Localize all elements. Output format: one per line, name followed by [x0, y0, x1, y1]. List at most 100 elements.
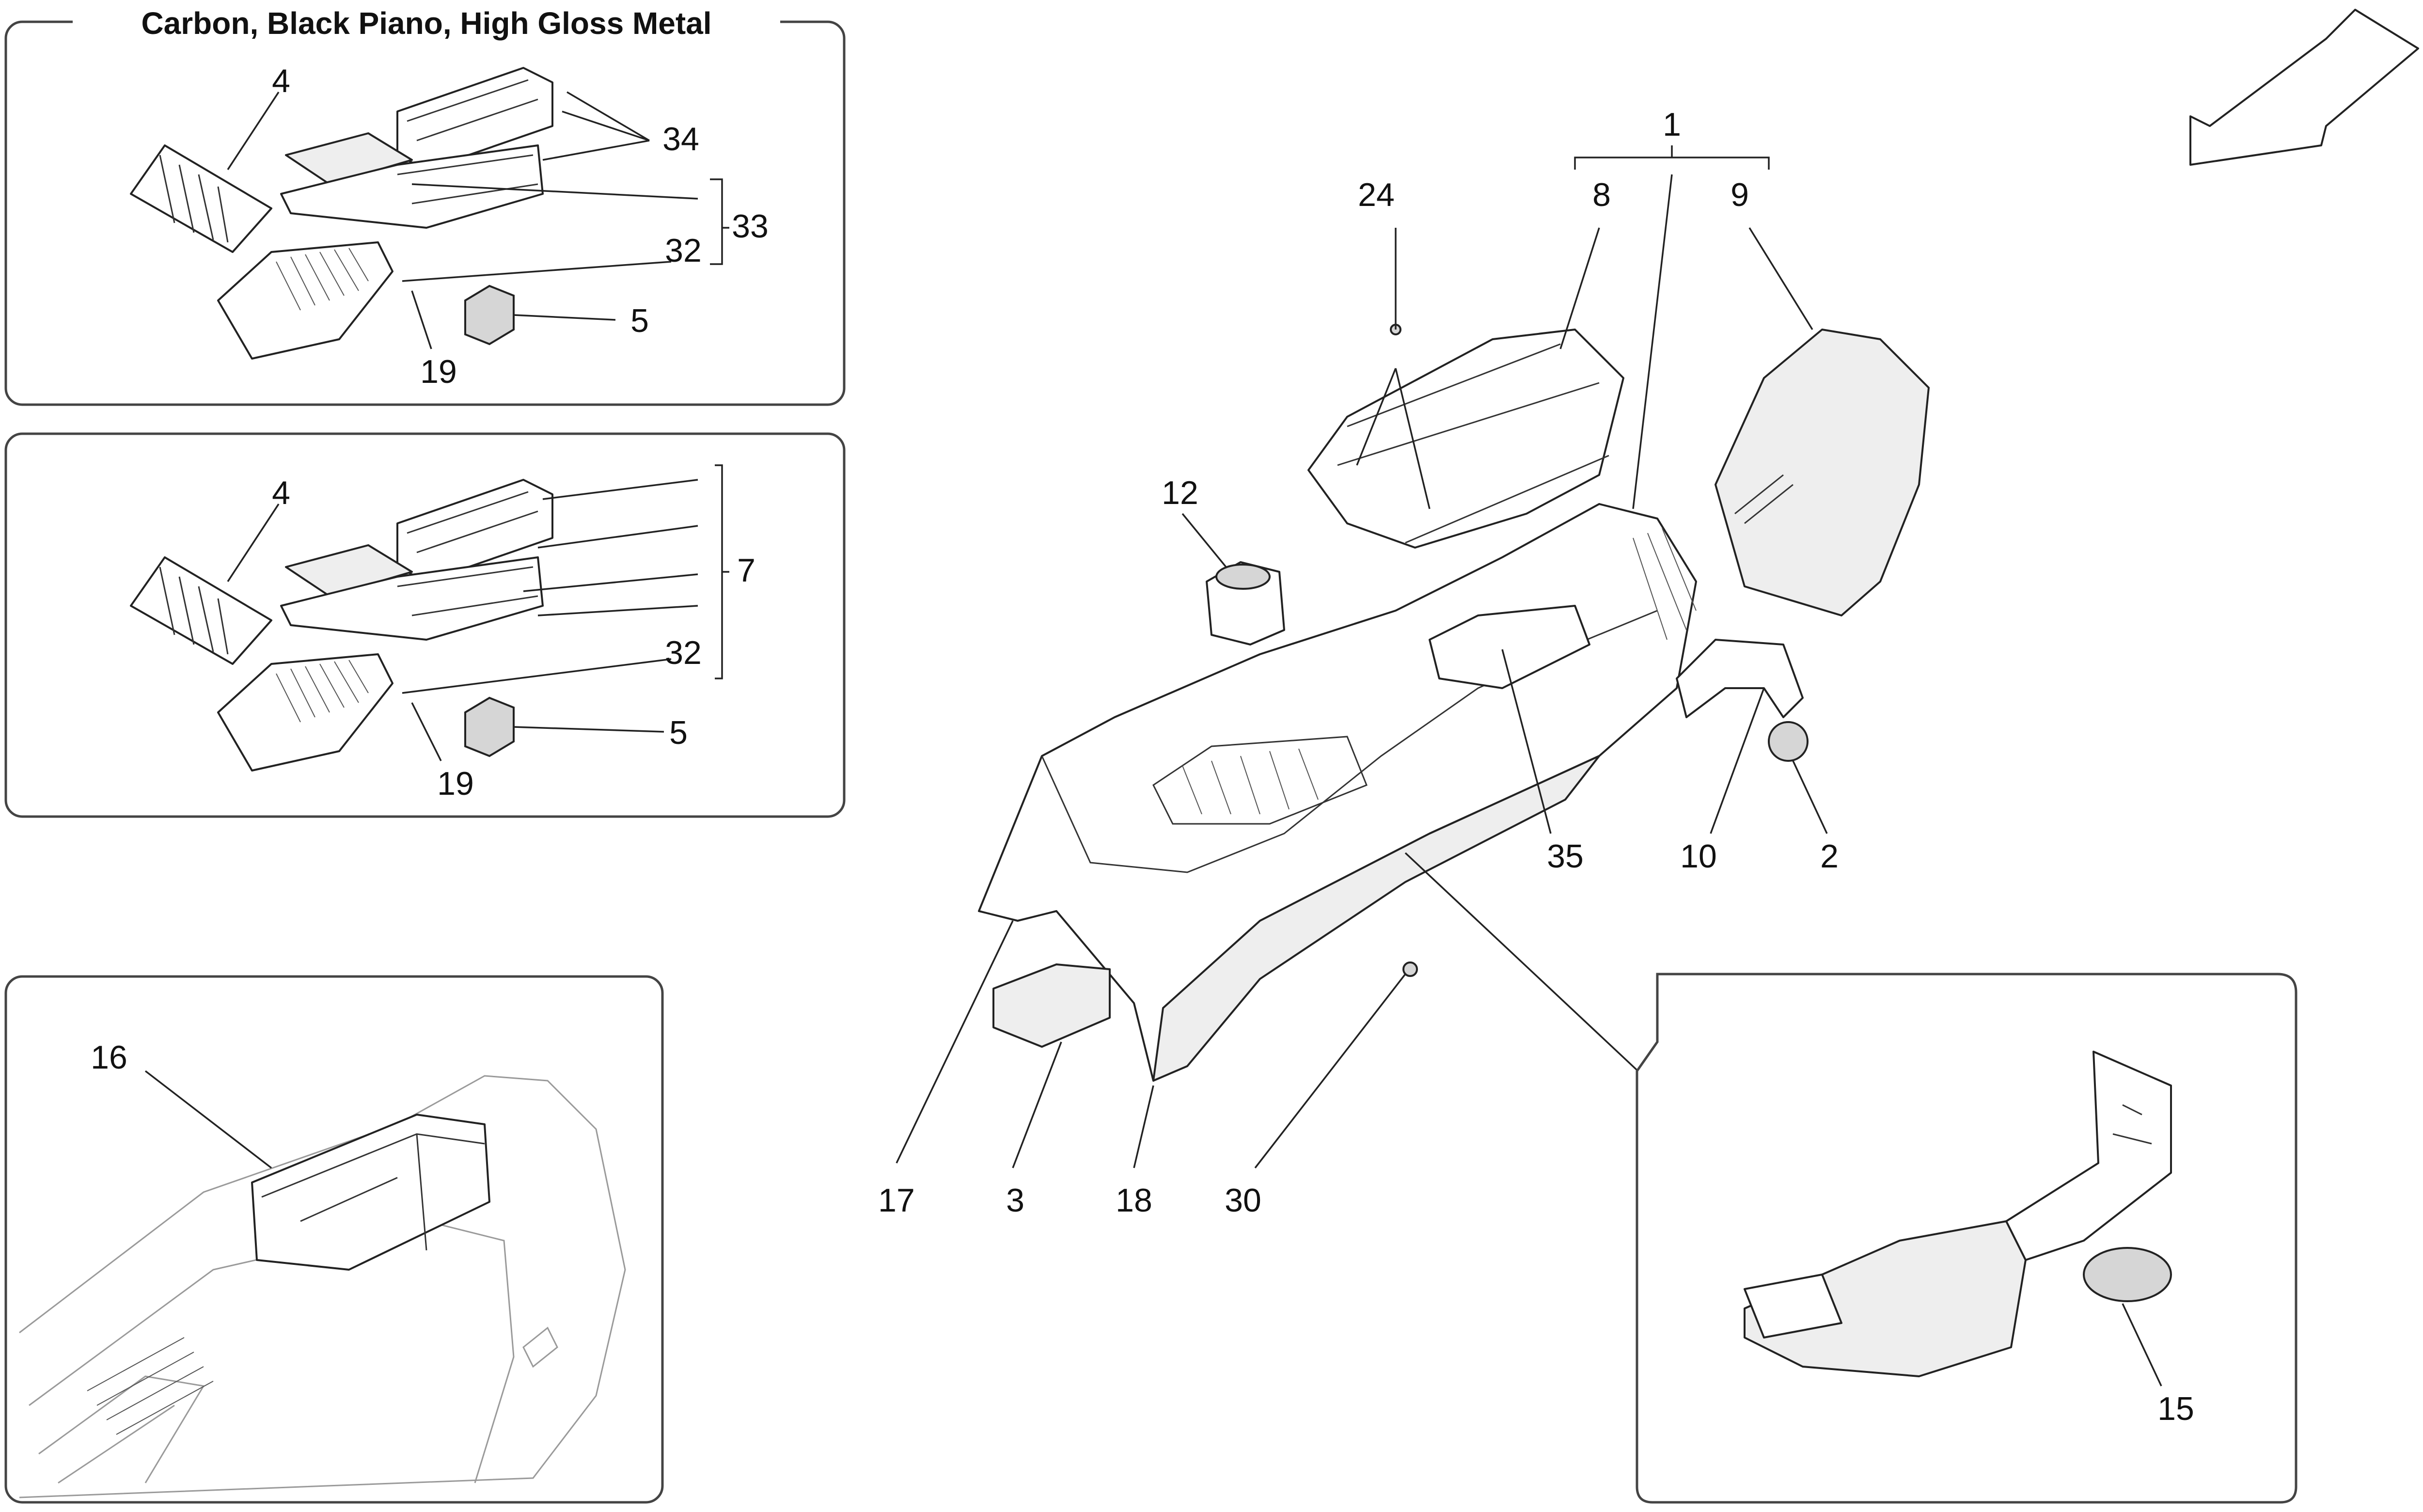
callout-3: 3	[1006, 1182, 1024, 1219]
rear-grille-hatch	[1633, 528, 1697, 640]
callout-24: 24	[1358, 176, 1395, 213]
pad-slots	[2112, 1104, 2152, 1145]
leader-33a	[411, 183, 698, 200]
callout-17: 17	[878, 1182, 915, 1219]
cup-holder-top	[1215, 564, 1271, 590]
leader-15	[2122, 1303, 2162, 1386]
assembly-panel-7: 4 7 32 5 19	[4, 432, 846, 818]
console-side-panel	[1152, 755, 1600, 1082]
armrest-lid	[1307, 329, 1624, 549]
screw-30	[1402, 961, 1418, 977]
tray-hatch	[1182, 748, 1319, 815]
detail-panel: 15	[1636, 973, 2297, 1504]
leader-35	[1501, 649, 1552, 834]
lid-pad	[285, 544, 413, 597]
callout-33: 33	[732, 208, 769, 245]
leader-16	[144, 1070, 272, 1169]
leader-8	[1559, 227, 1600, 349]
location-panel: 16	[4, 975, 664, 1504]
trim-ribs	[159, 155, 229, 243]
callout-2: 2	[1820, 838, 1839, 875]
pad-tab	[1744, 1274, 1842, 1339]
callout-19: 19	[437, 765, 474, 802]
small-clip	[464, 696, 515, 757]
leader-10	[1710, 688, 1765, 834]
front-insert	[992, 963, 1111, 1048]
callout-4: 4	[272, 474, 290, 511]
leader-32	[402, 261, 672, 282]
callout-32: 32	[665, 232, 702, 269]
leader-4	[227, 92, 280, 170]
mid-frame-detail	[397, 566, 538, 616]
callout-9: 9	[1731, 176, 1749, 213]
callout-12: 12	[1162, 474, 1198, 511]
console-tray	[1152, 736, 1368, 825]
console-unit-detail	[261, 1133, 485, 1251]
callout-4: 4	[272, 63, 290, 99]
callout-34: 34	[662, 121, 699, 158]
callout-8: 8	[1592, 176, 1611, 213]
leader-19	[411, 702, 442, 761]
bracket-33	[710, 178, 729, 265]
panel-title: Carbon, Black Piano, High Gloss Metal	[141, 6, 711, 41]
insulation-pad	[1744, 1220, 2027, 1377]
leader-19	[411, 290, 432, 349]
variant-panel: Carbon, Black Piano, High Gloss Metal 4 …	[4, 5, 846, 406]
grommet	[1768, 721, 1809, 762]
callout-10: 10	[1680, 838, 1717, 875]
leader-24	[1356, 228, 1431, 509]
upper-tray-detail	[407, 491, 538, 553]
leader-17	[896, 920, 1014, 1164]
leader-5	[513, 314, 616, 321]
leader-12	[1181, 513, 1227, 568]
leader-detail-zoom	[1404, 852, 1639, 1072]
floor-hatch	[87, 1337, 214, 1435]
title-mask	[73, 5, 780, 44]
callout-7: 7	[737, 552, 755, 589]
lid-pad	[285, 132, 413, 185]
floor-outline	[29, 1220, 515, 1483]
support-bracket	[1676, 639, 1804, 718]
trim-plate	[130, 556, 272, 665]
armrest-lid-detail	[1337, 343, 1609, 544]
mid-frame	[280, 556, 544, 641]
bracket-1	[1574, 145, 1770, 170]
grille-hatch	[276, 248, 369, 311]
leader-18	[1133, 1085, 1154, 1168]
leader-1	[1632, 174, 1673, 509]
storage-bin	[1429, 605, 1590, 689]
cushion-stitch	[1734, 474, 1794, 524]
armrest-cushion	[1715, 329, 1930, 616]
car-interior-outline	[19, 1075, 626, 1498]
tunnel-outline	[38, 1375, 205, 1484]
vent-outline	[522, 1326, 558, 1368]
small-clip	[464, 284, 515, 346]
mid-frame	[280, 144, 544, 229]
grille-hatch	[276, 660, 369, 723]
leader-34	[542, 91, 650, 161]
callout-5: 5	[630, 302, 649, 339]
callout-15: 15	[2157, 1390, 2194, 1427]
leader-30	[1254, 973, 1406, 1169]
callout-5: 5	[669, 714, 688, 751]
leader-5	[513, 726, 664, 733]
leaders-7	[523, 479, 698, 616]
direction-arrow-icon	[2189, 9, 2419, 166]
callout-30: 30	[1225, 1182, 1261, 1219]
callout-16: 16	[91, 1039, 127, 1076]
trim-plate	[130, 144, 272, 253]
lower-grille	[217, 241, 393, 360]
leader-4	[227, 504, 280, 582]
pad-upright	[2005, 1051, 2172, 1261]
upper-tray-detail	[407, 79, 538, 142]
callout-19: 19	[420, 353, 457, 390]
callout-32: 32	[665, 634, 702, 671]
console-unit	[251, 1114, 490, 1271]
leader-9	[1748, 227, 1813, 330]
callout-35: 35	[1547, 838, 1584, 875]
leader-3	[1012, 1041, 1062, 1168]
acoustic-patch	[2083, 1247, 2172, 1302]
trim-ribs	[159, 567, 229, 655]
main-exploded-view: 1 8 9 24 12 35 10 2 17 3 18 30	[878, 9, 2419, 1219]
